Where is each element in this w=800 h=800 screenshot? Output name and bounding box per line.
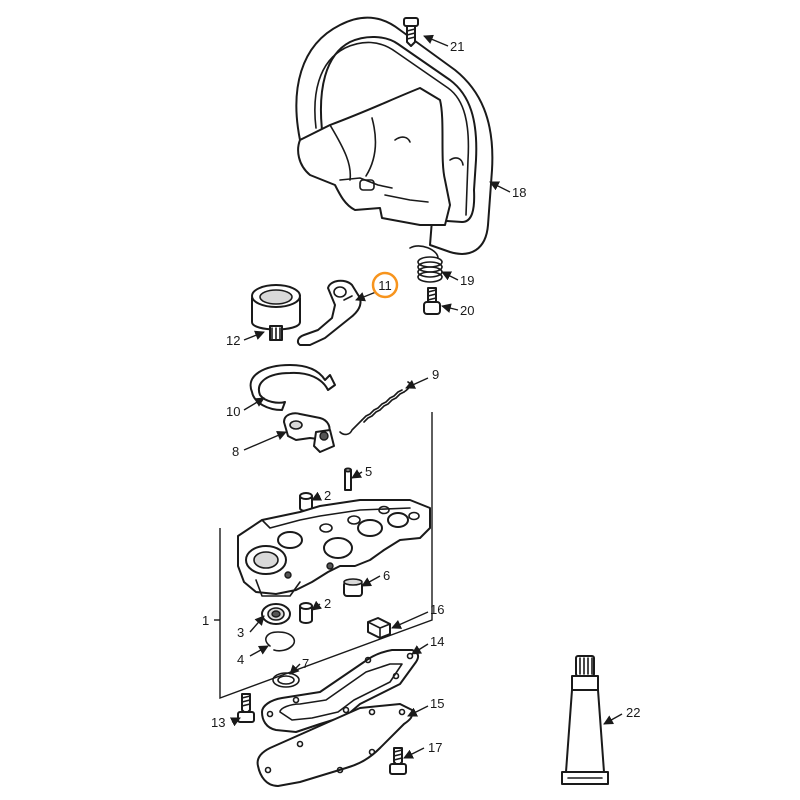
bearing-3-part[interactable] — [261, 603, 291, 625]
screw-13-part[interactable] — [237, 693, 255, 723]
callout-8[interactable]: 8 — [232, 444, 239, 459]
clutch-drum-12-part[interactable] — [251, 284, 301, 341]
lever-11-part[interactable] — [296, 279, 362, 346]
callout-10[interactable]: 10 — [226, 404, 240, 419]
callout-5[interactable]: 5 — [365, 464, 372, 479]
callout-20[interactable]: 20 — [460, 303, 474, 318]
callout-13[interactable]: 13 — [211, 715, 225, 730]
pivot-lever-8-part[interactable] — [283, 412, 335, 453]
spring-19-part[interactable] — [409, 245, 443, 283]
callout-4[interactable]: 4 — [237, 652, 244, 667]
grease-tube-22-part[interactable] — [561, 655, 609, 785]
sleeve-2-lower-part[interactable] — [299, 602, 313, 624]
callout-11-highlight[interactable]: 11 — [371, 271, 399, 299]
callout-1[interactable]: 1 — [202, 613, 209, 628]
screw-21-part[interactable] — [403, 17, 419, 47]
callout-17[interactable]: 17 — [428, 740, 442, 755]
callout-19[interactable]: 19 — [460, 273, 474, 288]
screw-17-part[interactable] — [389, 747, 407, 775]
leader-lines — [214, 34, 623, 759]
callout-2-lower[interactable]: 2 — [324, 596, 331, 611]
callout-16[interactable]: 16 — [430, 602, 444, 617]
ring-7-part[interactable] — [272, 672, 300, 688]
callout-7[interactable]: 7 — [302, 656, 309, 671]
handle-bar-part[interactable] — [295, 16, 494, 255]
callout-22[interactable]: 22 — [626, 705, 640, 720]
retaining-ring-4-part[interactable] — [265, 631, 296, 652]
callout-15[interactable]: 15 — [430, 696, 444, 711]
callout-21[interactable]: 21 — [450, 39, 464, 54]
callout-labels: 21 18 19 20 11 12 9 10 8 5 2 6 1 2 3 4 7… — [202, 39, 640, 755]
callout-9[interactable]: 9 — [432, 367, 439, 382]
callout-14[interactable]: 14 — [430, 634, 444, 649]
callout-12[interactable]: 12 — [226, 333, 240, 348]
band-clamp-10-part[interactable] — [249, 364, 336, 411]
screw-20-part[interactable] — [423, 287, 441, 315]
callout-11[interactable]: 11 — [378, 278, 392, 293]
block-16-part[interactable] — [367, 617, 391, 639]
spring-9-part[interactable] — [339, 381, 411, 436]
cover-plate-15-part[interactable] — [256, 703, 414, 787]
plug-screw-6-part[interactable] — [343, 578, 363, 597]
callout-3[interactable]: 3 — [237, 625, 244, 640]
gear-housing-1-part[interactable] — [219, 412, 433, 700]
callout-6[interactable]: 6 — [383, 568, 390, 583]
callout-18[interactable]: 18 — [512, 185, 526, 200]
pin-5-part[interactable] — [344, 467, 352, 491]
callout-2-upper[interactable]: 2 — [324, 488, 331, 503]
